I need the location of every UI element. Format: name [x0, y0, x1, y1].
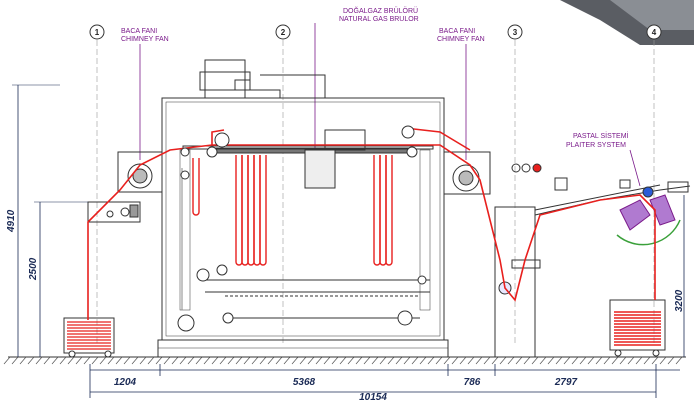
svg-text:DOĞALGAZ BRÜLÖRÜ: DOĞALGAZ BRÜLÖRÜ [343, 6, 418, 15]
svg-text:4910: 4910 [6, 209, 17, 233]
section-marker-4: 4 [646, 24, 662, 345]
svg-text:1: 1 [95, 28, 100, 37]
svg-text:NATURAL GAS BRULOR: NATURAL GAS BRULOR [339, 16, 419, 23]
dim-total-length: 10154 [359, 392, 387, 402]
svg-text:3: 3 [513, 28, 518, 37]
plaiter-system [616, 181, 689, 246]
callout-chimney-fan-left: BACA FANI CHIMNEY FAN [121, 28, 169, 160]
svg-text:CHIMNEY FAN: CHIMNEY FAN [121, 36, 169, 43]
dim-seg-4: 2797 [554, 377, 578, 388]
svg-text:PLAITER SYSTEM: PLAITER SYSTEM [566, 142, 626, 149]
dim-height-total: 4910 [6, 84, 60, 357]
dim-height-plaiter: 3200 [674, 195, 685, 357]
dim-seg-1: 1204 [114, 377, 137, 388]
callout-chimney-fan-right: BACA FANI CHIMNEY FAN [437, 28, 485, 160]
corner-photo-highlight [610, 0, 694, 30]
svg-text:3200: 3200 [674, 289, 685, 312]
svg-text:2: 2 [281, 28, 286, 37]
svg-text:2500: 2500 [28, 257, 39, 281]
svg-text:4: 4 [652, 28, 657, 37]
svg-text:CHIMNEY FAN: CHIMNEY FAN [437, 36, 485, 43]
section-marker-2: 2 [275, 24, 291, 345]
svg-text:BACA FANI: BACA FANI [439, 28, 475, 35]
dryer-body [157, 59, 449, 358]
callout-burner: DOĞALGAZ BRÜLÖRÜ NATURAL GAS BRULOR [314, 6, 419, 160]
fabric-path [87, 127, 656, 320]
svg-text:PASTAL SİSTEMİ: PASTAL SİSTEMİ [573, 131, 629, 140]
dim-seg-3: 786 [464, 377, 481, 388]
chimney-fan-left [117, 151, 163, 193]
drive-gears [177, 125, 427, 332]
fabric-loops-left [192, 155, 267, 266]
section-marker-1: 1 [89, 24, 105, 345]
fabric-loops-right [373, 155, 393, 266]
svg-text:BACA FANI: BACA FANI [121, 28, 157, 35]
output-cart [609, 299, 666, 357]
dim-height-inlet: 2500 [28, 201, 88, 357]
ground-line [3, 356, 686, 365]
section-marker-3: 3 [507, 24, 523, 345]
dim-seg-2: 5368 [293, 377, 316, 388]
chimney-fan-right [443, 151, 491, 195]
inlet-frame [87, 201, 141, 260]
dim-horizontal [89, 364, 680, 398]
callout-plaiter: PASTAL SİSTEMİ PLAITER SYSTEM [566, 131, 641, 187]
inlet-cart [63, 317, 115, 358]
